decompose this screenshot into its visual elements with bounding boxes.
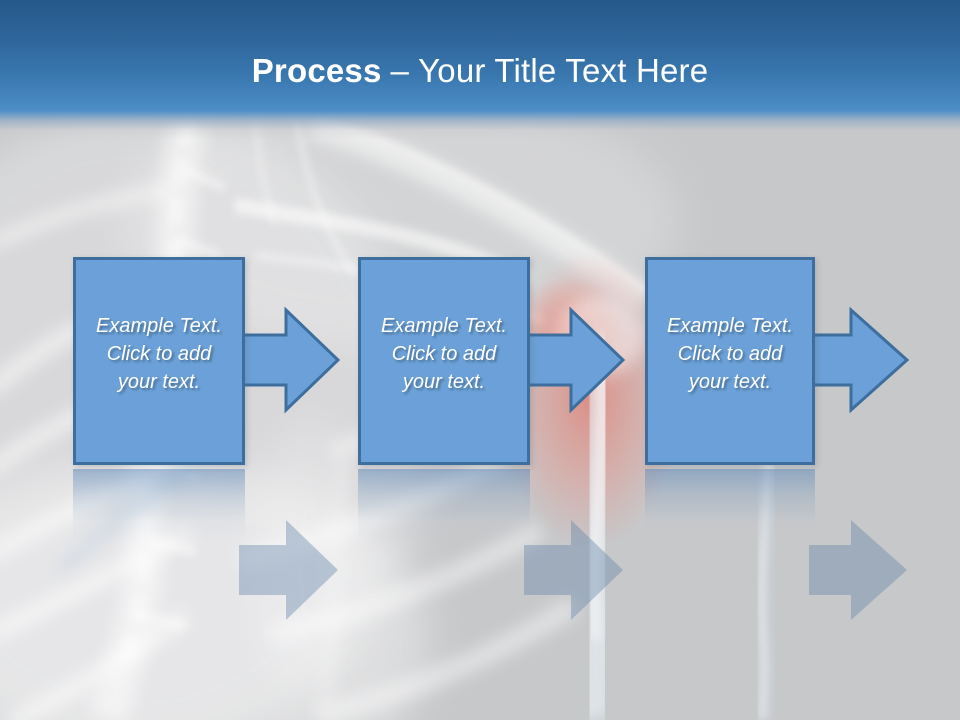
title-text: Your Title Text Here: [418, 52, 709, 89]
process-step-1[interactable]: Example Text. Click to add your text.: [73, 257, 245, 465]
arrow-reflection: [524, 520, 623, 620]
step-text: Example Text. Click to add your text.: [648, 312, 812, 396]
step-line: Example Text.: [667, 315, 793, 337]
step-line: your text.: [402, 371, 486, 393]
arrow-reflection: [239, 520, 338, 620]
step-line: your text.: [117, 371, 201, 393]
step-text: Example Text. Click to add your text.: [76, 312, 242, 396]
process-step-3[interactable]: Example Text. Click to add your text.: [645, 257, 815, 465]
step-line: Example Text.: [96, 315, 222, 337]
slide-title-placeholder[interactable]: Process–Your Title Text Here: [0, 52, 960, 90]
title-keyword: Process: [251, 52, 382, 89]
process-arrow-1[interactable]: [237, 306, 341, 414]
step-line: your text.: [688, 371, 772, 393]
step-line: Example Text.: [381, 315, 507, 337]
step-text: Example Text. Click to add your text.: [361, 312, 527, 396]
arrow-reflection: [809, 520, 907, 620]
process-step-2[interactable]: Example Text. Click to add your text.: [358, 257, 530, 465]
step-line: Click to add: [106, 343, 212, 365]
step-line: Click to add: [677, 343, 783, 365]
step-line: Click to add: [391, 343, 497, 365]
process-arrow-3[interactable]: [807, 306, 910, 414]
arrow-reflections: [239, 520, 907, 620]
process-arrow-2[interactable]: [522, 306, 626, 414]
title-separator: –: [390, 52, 410, 89]
title-band: [0, 0, 960, 140]
